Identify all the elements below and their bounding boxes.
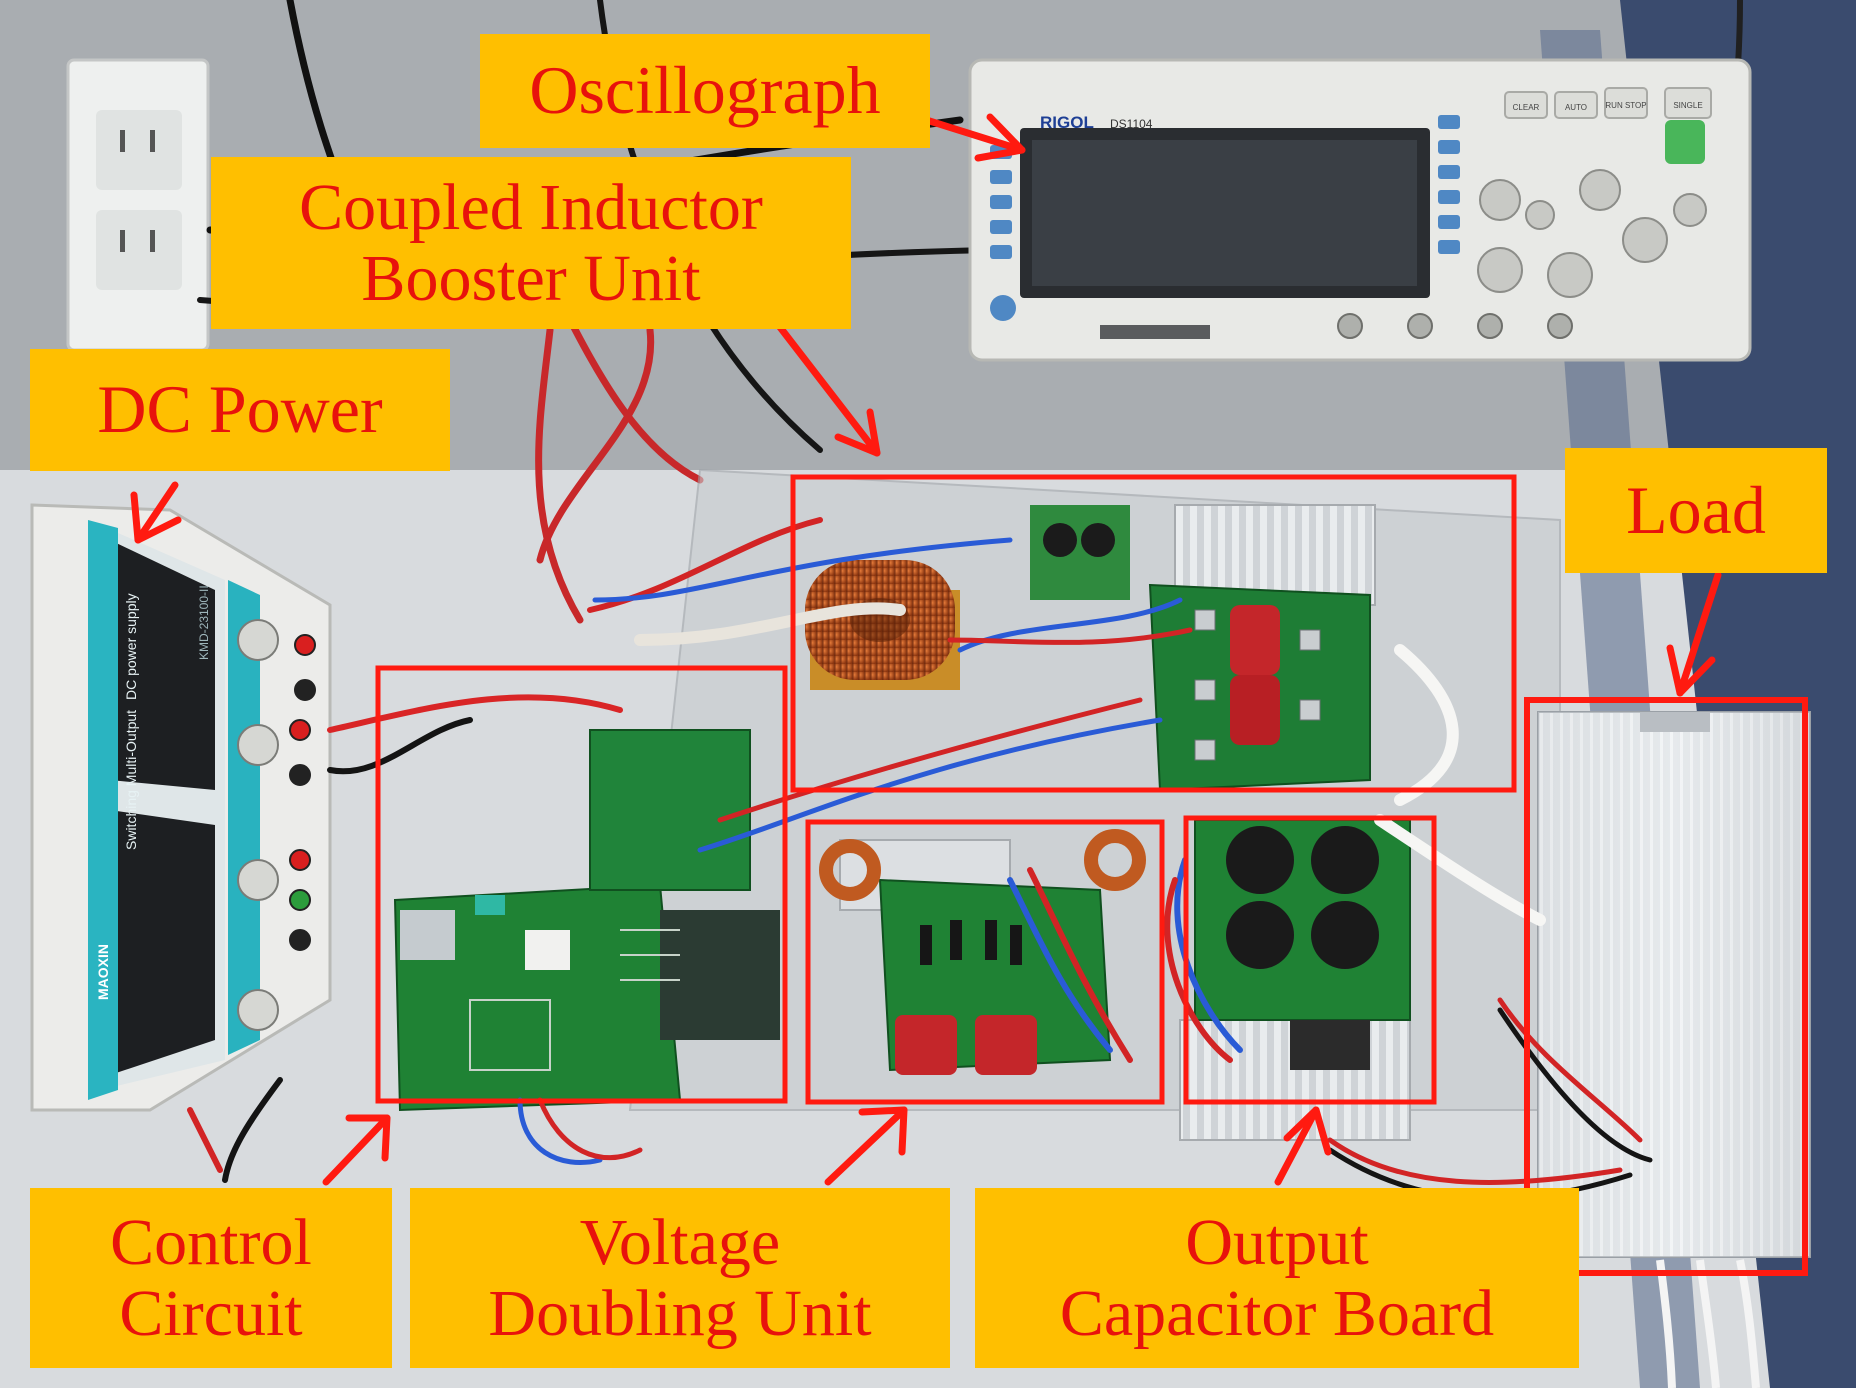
label-output-line2: Capacitor Board <box>1059 1277 1495 1350</box>
label-output-capacitor: Output Capacitor Board <box>975 1188 1579 1368</box>
label-coupled-inductor-line1: Coupled Inductor <box>299 170 763 244</box>
arrow-dc-power <box>130 481 182 544</box>
label-oscillograph: Oscillograph <box>480 34 930 148</box>
psu-subtitle-text: Switching Multi-Output <box>123 710 139 850</box>
psu-model-text: KMD-23100-II <box>197 585 211 660</box>
label-control-circuit: Control Circuit <box>30 1188 392 1368</box>
wall-outlet <box>66 58 210 352</box>
output-capacitor-pcb <box>1194 819 1411 1070</box>
psu-title-text: DC power supply <box>123 593 139 700</box>
output-capacitor-box <box>1183 815 1437 1105</box>
label-oscillograph-text: Oscillograph <box>529 52 881 129</box>
annotation-arrows <box>130 113 1722 1186</box>
label-coupled-inductor-line2: Booster Unit <box>361 242 701 315</box>
arrow-voltage <box>824 1106 908 1186</box>
dc-power-supply: DC power supply Switching Multi-Output M… <box>30 503 332 1112</box>
label-dc-power: DC Power <box>30 349 450 471</box>
voltage-doubling-box <box>805 819 1165 1105</box>
annotation-boxes <box>375 474 1808 1276</box>
label-coupled-inductor: Coupled Inductor Booster Unit <box>211 157 851 329</box>
coupled-inductor <box>805 560 960 690</box>
control-circuit-box <box>375 665 788 1104</box>
scope-model-text: DS1104 <box>1110 117 1153 131</box>
arrow-output <box>1274 1106 1332 1186</box>
scope-clear-label: CLEAR <box>1513 103 1540 112</box>
voltage-doubling-pcb <box>819 829 1146 1075</box>
scope-run-label: RUN STOP <box>1605 101 1646 110</box>
label-voltage-line1: Voltage <box>579 1205 781 1279</box>
load-box <box>1524 697 1808 1276</box>
arrow-control <box>322 1114 391 1186</box>
boost-unit-box <box>790 474 1517 793</box>
label-voltage-doubling: Voltage Doubling Unit <box>410 1188 950 1368</box>
label-dc-power-text: DC Power <box>97 371 383 448</box>
label-load: Load <box>1565 448 1827 573</box>
foreground-wiring <box>187 517 1653 1202</box>
label-voltage-line2: Doubling Unit <box>488 1277 872 1350</box>
scope-single-label: SINGLE <box>1673 101 1702 110</box>
boost-pcb <box>1030 505 1371 792</box>
label-control-line1: Control <box>110 1205 312 1279</box>
control-pcb <box>393 729 780 1112</box>
load-resistor <box>1537 711 1811 1388</box>
label-output-line1: Output <box>1185 1205 1369 1279</box>
scope-brand-text: RIGOL <box>1040 113 1094 132</box>
scope-auto-label: AUTO <box>1565 103 1587 112</box>
label-load-text: Load <box>1626 471 1766 548</box>
arrow-oscillograph <box>916 113 1026 162</box>
arrow-load <box>1666 571 1722 697</box>
oscilloscope: RIGOL DS1104 CLEAR AUTO RUN STOP SINGLE <box>968 58 1752 362</box>
label-control-line2: Circuit <box>119 1277 303 1350</box>
psu-brand-text: MAOXIN <box>95 944 111 1000</box>
arrow-booster <box>772 318 881 457</box>
